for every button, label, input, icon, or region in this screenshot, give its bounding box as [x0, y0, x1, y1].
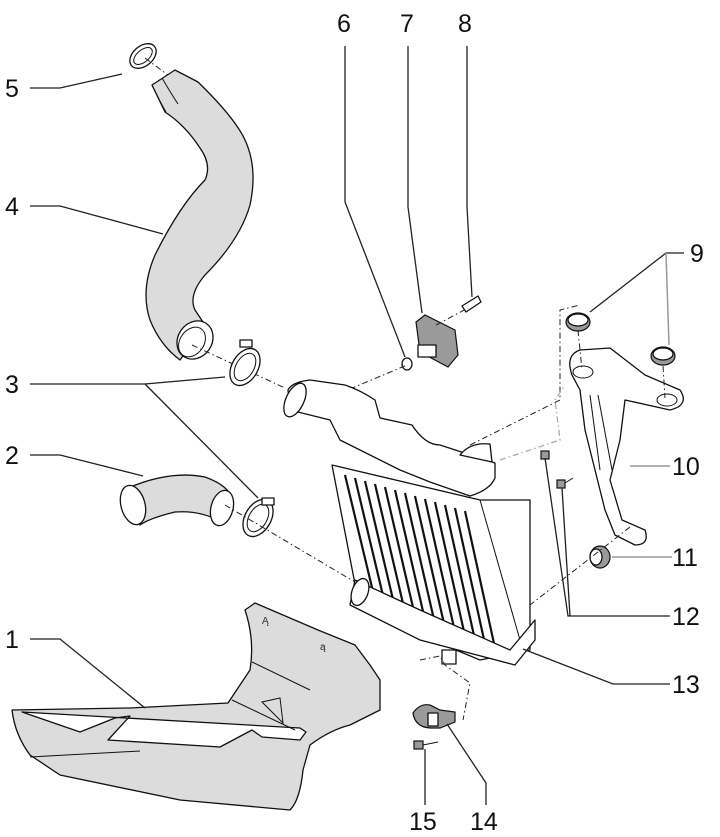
assembly-line	[529, 526, 631, 606]
leader-5	[30, 73, 123, 89]
leader-13	[522, 648, 670, 685]
callout-7: 7	[400, 10, 414, 38]
assembly-line	[419, 655, 471, 721]
callout-10: 10	[672, 453, 700, 481]
callout-8: 8	[458, 10, 472, 38]
leader-8	[466, 46, 473, 298]
intercooler-fins	[343, 474, 497, 649]
part-7-sensor	[415, 314, 459, 368]
leader-3a	[30, 376, 226, 385]
callout-12: 12	[672, 603, 700, 631]
part-13-intercooler	[283, 379, 536, 666]
part-2-short-hose	[119, 474, 235, 527]
callout-15: 15	[409, 808, 437, 836]
part-5-ring-clamp	[129, 43, 157, 69]
callout-1: 1	[5, 626, 19, 654]
leader-2	[30, 454, 144, 477]
assembly-line	[662, 365, 666, 399]
callout-2: 2	[5, 442, 19, 470]
leader-3b	[144, 383, 259, 499]
part-11-grommet	[589, 545, 611, 569]
part-15-screw	[413, 740, 439, 750]
callout-11: 11	[672, 544, 698, 572]
assembly-line	[499, 384, 566, 461]
callout-13: 13	[672, 671, 700, 699]
part-3-hose-clamp-lower	[242, 497, 275, 538]
assembly-line	[191, 344, 286, 389]
svg-text:ą: ą	[320, 642, 326, 653]
callout-5: 5	[5, 75, 19, 103]
assembly-line	[469, 304, 581, 446]
part-12-screw-upper	[540, 450, 550, 460]
part-6-o-ring	[401, 357, 413, 371]
leader-6	[344, 46, 406, 358]
leader-12a	[544, 457, 670, 617]
callout-14: 14	[470, 808, 498, 836]
callout-9: 9	[690, 240, 704, 268]
callout-4: 4	[5, 193, 19, 221]
part-1-air-guide: Ą ą	[11, 602, 381, 811]
leader-1	[30, 638, 146, 709]
assembly-line	[224, 504, 361, 586]
leader-7	[407, 46, 423, 314]
leader-4	[30, 205, 164, 235]
part-4-long-hose	[145, 69, 254, 361]
leader-14	[446, 723, 487, 805]
part-9-grommet-right	[650, 346, 676, 366]
part-12-screw-lower	[556, 477, 574, 489]
svg-text:Ą: Ą	[262, 616, 269, 627]
part-14-bracket	[412, 704, 456, 729]
leader-9a	[589, 252, 684, 313]
callout-3: 3	[5, 371, 19, 399]
leader-9b	[665, 252, 670, 346]
part-9-grommet-left	[565, 312, 591, 332]
assembly-line	[435, 307, 469, 326]
part-3-hose-clamp-upper	[229, 339, 261, 387]
leader-12b	[561, 487, 571, 617]
part-10-mounting-bracket	[569, 347, 684, 546]
callout-6: 6	[337, 10, 351, 38]
